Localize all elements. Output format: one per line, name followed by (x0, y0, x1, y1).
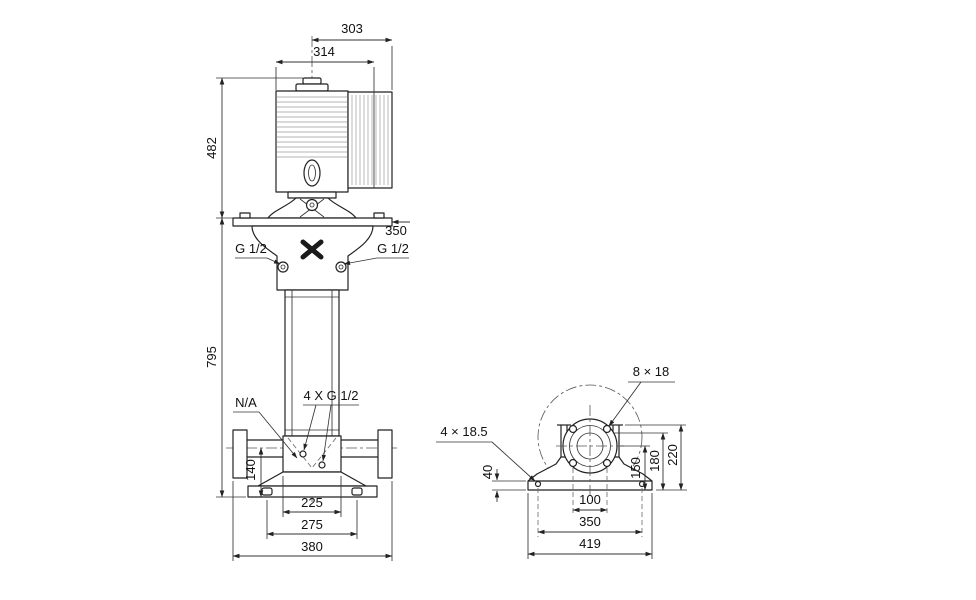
dim-314: 314 (275, 44, 375, 92)
flange-bolt-hole (568, 458, 578, 468)
dim-label-180: 180 (647, 450, 662, 472)
suction-flange (232, 429, 248, 479)
dim-label-40: 40 (480, 465, 495, 479)
dim-label-100: 100 (579, 492, 601, 507)
dim-275: 275 (266, 500, 358, 539)
baseplate-slot-right (351, 487, 363, 496)
dim-140: 140 (243, 447, 264, 498)
port-label-right: G 1/2 (377, 241, 409, 256)
flange-bolt-hole (568, 424, 578, 434)
coupling-window (303, 159, 321, 187)
plate-bolt-left (239, 212, 251, 219)
gauge-port-left (277, 261, 289, 273)
dim-380: 380 (232, 481, 393, 561)
flange-bolt-hole (602, 424, 612, 434)
mounting-plate-body (232, 217, 393, 227)
motor-fins (277, 96, 347, 158)
dim-40: 40 (480, 465, 526, 502)
baseplate (247, 485, 378, 498)
dim-label-350-plate: 350 (385, 223, 407, 238)
foot-hole-left (534, 480, 542, 488)
gauge-port-left-bore (280, 264, 286, 270)
column-sleeve (284, 289, 340, 437)
base-view: 8 × 18 4 × 18.5 40 150 180 (436, 364, 687, 559)
base-flare (257, 471, 367, 487)
foot-hole-right (638, 480, 646, 488)
dim-label-314: 314 (313, 44, 335, 59)
callout-g12-left: G 1/2 (235, 241, 281, 265)
port-label-left: G 1/2 (235, 241, 267, 256)
flange-bolt-hole (602, 458, 612, 468)
pump-column (284, 289, 340, 437)
dim-label-380: 380 (301, 539, 323, 554)
dim-label-225: 225 (301, 495, 323, 510)
motor-cap (295, 83, 329, 92)
motor (275, 77, 349, 193)
pump-head-body (251, 225, 374, 291)
callout-4xg12: 4 X G 1/2 (303, 388, 359, 462)
dim-180: 180 (613, 432, 668, 491)
callout-na: N/A (233, 395, 298, 459)
dim-482: 482 (204, 77, 303, 219)
ports-note-label: 4 X G 1/2 (304, 388, 359, 403)
baseplate-slot-left (261, 487, 273, 496)
dim-label-482: 482 (204, 137, 219, 159)
coupling (267, 191, 357, 219)
callout-g12-right: G 1/2 (343, 241, 409, 266)
terminal-box-body (347, 91, 393, 189)
coupling-shaft (309, 202, 315, 208)
plate-bolt-right (373, 212, 385, 219)
motor-flange (287, 191, 337, 199)
gauge-port-right (335, 261, 347, 273)
dim-303: 303 (311, 21, 393, 90)
dim-label-303: 303 (341, 21, 363, 36)
dim-label-140: 140 (243, 459, 258, 481)
dim-100: 100 (572, 468, 608, 515)
brand-logo-icon (300, 239, 324, 260)
terminal-box-fins (351, 95, 389, 185)
dim-225: 225 (282, 476, 342, 517)
dim-label-350-base: 350 (579, 514, 601, 529)
callout-4x18-5: 4 × 18.5 (436, 424, 536, 482)
front-view: 303 314 482 795 350 (204, 21, 410, 561)
callout-8x18: 8 × 18 (608, 364, 675, 427)
pump-base (247, 471, 378, 498)
dim-label-150: 150 (628, 457, 643, 479)
gauge-port-right-bore (338, 264, 344, 270)
casing-plug-port (318, 461, 326, 469)
dim-350-base: 350 (537, 488, 643, 537)
dim-label-795: 795 (204, 346, 219, 368)
dim-419: 419 (527, 493, 653, 559)
dim-label-275: 275 (301, 517, 323, 532)
dim-label-220: 220 (665, 444, 680, 466)
coupling-window-inner (308, 164, 316, 182)
foot-holes-label: 4 × 18.5 (440, 424, 487, 439)
dim-label-419: 419 (579, 536, 601, 551)
casing-plug-port (299, 450, 307, 458)
terminal-box (347, 91, 393, 189)
dim-795: 795 (204, 217, 246, 498)
pump-head (251, 225, 374, 291)
note-na-label: N/A (235, 395, 257, 410)
motor-top-cap (302, 77, 322, 85)
coupling-hub (305, 198, 319, 212)
discharge-flange (377, 429, 393, 479)
dim-350-plate: 350 (385, 219, 410, 238)
casing-body (282, 435, 342, 473)
dim-220: 220 (625, 424, 686, 491)
flange-holes-label: 8 × 18 (633, 364, 670, 379)
